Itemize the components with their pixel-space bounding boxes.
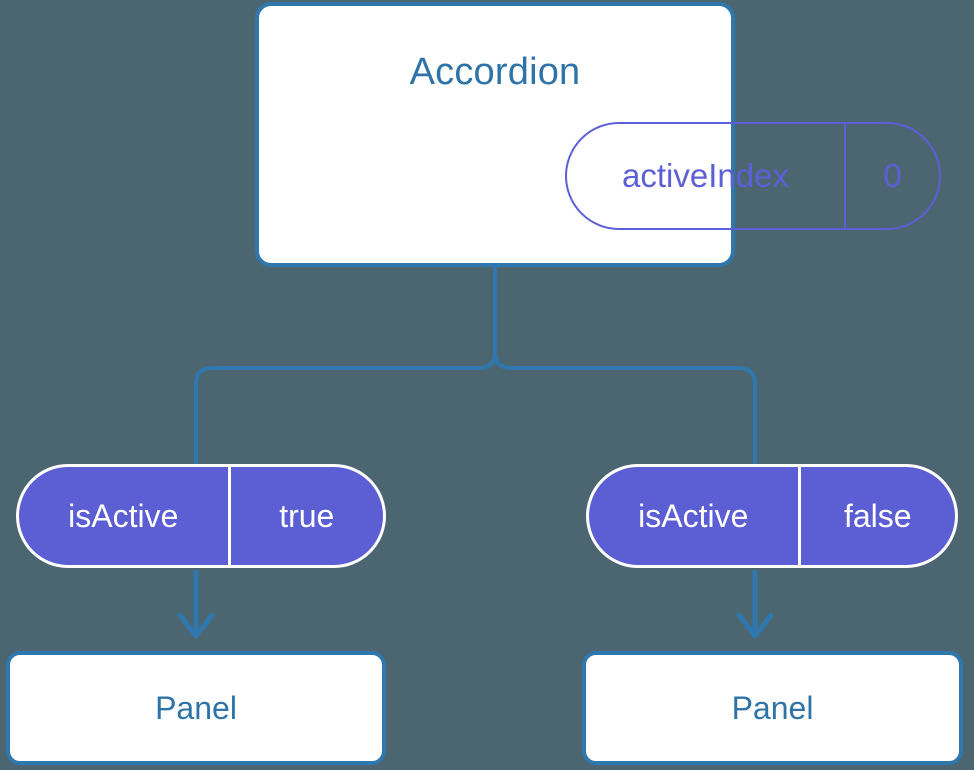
accordion-state-key: activeIndex	[567, 124, 846, 228]
accordion-state-value: 0	[883, 157, 902, 194]
left-prop-value: true	[279, 497, 335, 534]
right-panel-title: Panel	[731, 690, 814, 726]
left-panel-card[interactable]: Panel	[6, 651, 386, 765]
accordion-component-card[interactable]: Accordion activeIndex 0	[255, 2, 941, 267]
left-prop-pill[interactable]: isActive true	[16, 464, 386, 568]
left-panel-title: Panel	[155, 690, 237, 726]
right-prop-value: false	[843, 497, 912, 534]
right-prop-key: isActive	[589, 467, 801, 565]
arrow-down-left	[177, 570, 215, 639]
right-prop-pill[interactable]: isActive false	[586, 464, 958, 568]
accordion-title: Accordion	[409, 51, 581, 93]
right-panel-card[interactable]: Panel	[582, 651, 963, 765]
tree-connector-path-right	[493, 265, 757, 466]
arrow-down-right	[736, 570, 774, 639]
left-prop-key: isActive	[19, 467, 231, 565]
tree-connector-path	[194, 265, 497, 466]
accordion-state-pill[interactable]: activeIndex 0	[565, 122, 941, 230]
